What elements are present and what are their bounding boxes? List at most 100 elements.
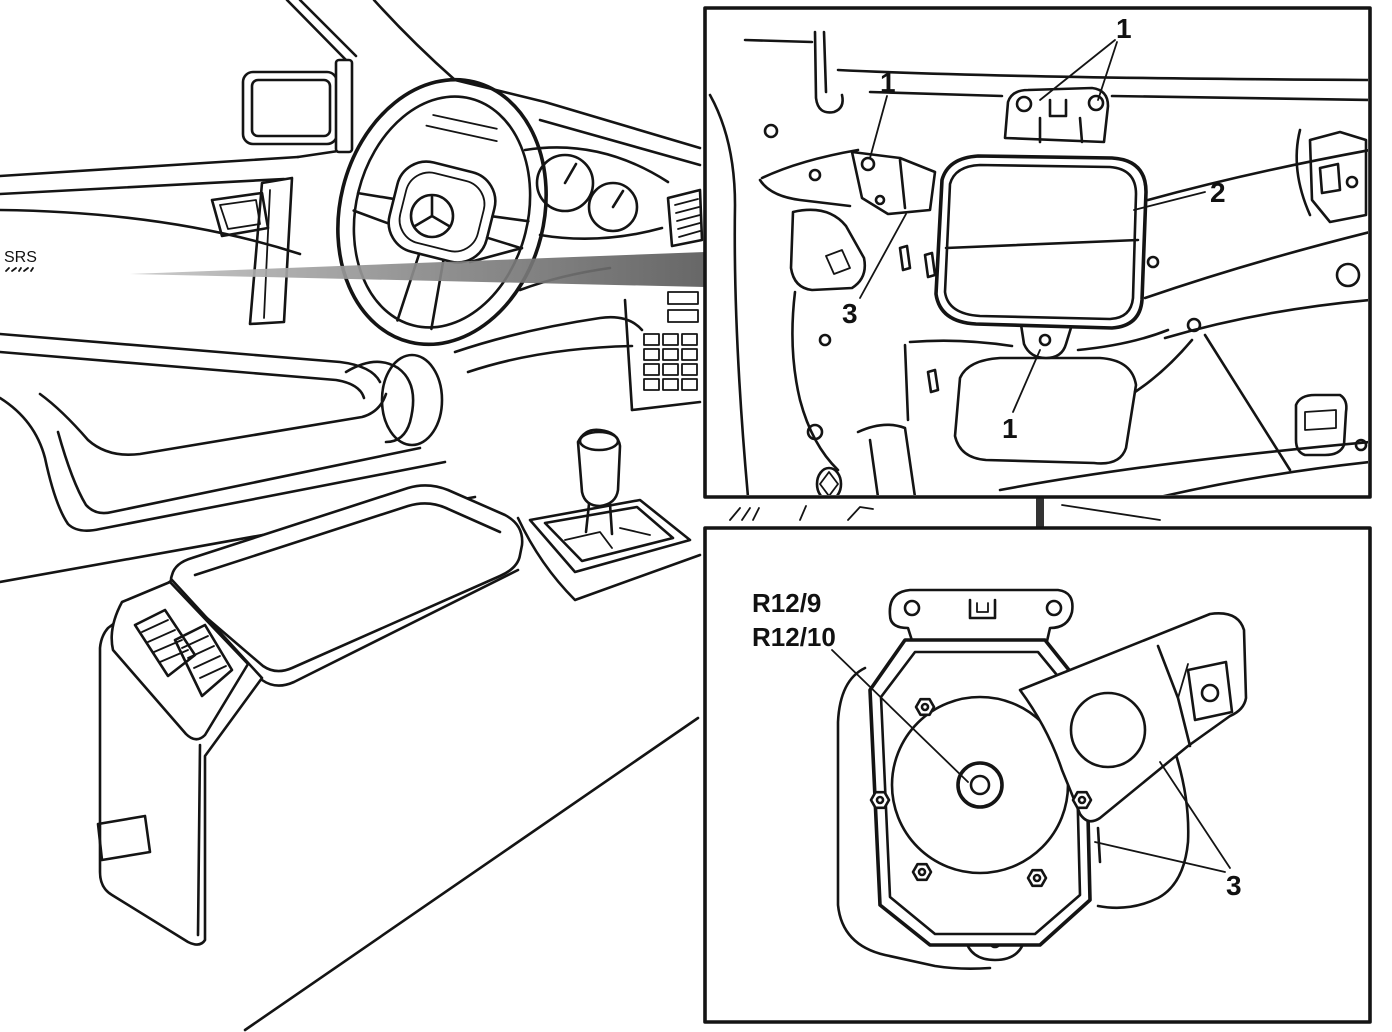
detail-projection-ray [130,252,705,287]
door-inner-structure-line [1143,231,1368,300]
center-switch-panel-line [667,291,699,305]
door-inner-structure-line [868,90,1004,98]
construction-marks [729,504,1161,521]
door-inner-structure-line [1146,149,1368,202]
airbag-support-bracket-line [1177,663,1189,699]
door-panel-line [38,392,388,456]
airbag-housing-shell-line [836,666,992,970]
door-panel [0,148,477,584]
center-console-front-line [196,743,202,937]
center-console-armrest-line [193,502,502,577]
door-inner-structure-line [898,244,912,272]
airbag-mounting-brackets [850,86,1110,360]
srs-marking: SRS [4,249,37,272]
center-console-front [96,578,264,946]
center-switch-panel [643,291,699,391]
door-inner-structure-line [1163,298,1368,340]
door-inner-structure-line [926,368,940,394]
rear-air-vent [133,608,234,698]
door-panel-line [0,208,302,256]
console-storage-latch [96,814,152,862]
door-inner-structure-line [763,123,779,139]
airbag-module-side-view-line [911,862,933,882]
steering-wheel-line-line [398,171,486,253]
door-inner-structure-line [1354,438,1368,452]
door-inner-structure-line [743,38,814,44]
door-inner-structure-line [708,93,750,495]
side-mirror [241,58,354,154]
door-panel-line [0,177,286,196]
airbag-support-bracket-line [1200,683,1220,703]
door-inner-structure [708,30,1368,495]
door-inner-structure-line [822,30,828,94]
steering-wheel-line-line [352,95,532,329]
door-panel-line [56,430,422,515]
center-switch-panel-line [667,309,699,323]
center-console-side [205,516,702,1032]
door-inner-structure-line [1308,130,1368,224]
dashboard-line [538,226,664,240]
door-inner-structure-line [1110,94,1368,102]
bolt-icon [1087,94,1105,112]
door-inner-structure-line [791,290,840,472]
rear-air-vent-line [141,619,189,663]
airbag-support-bracket-line [1071,790,1093,810]
door-inner-structure-line [1133,338,1194,394]
center-switch-panel-line [643,333,660,346]
door-inner-structure-line [1162,460,1368,495]
door-inner-structure-line [1146,255,1160,269]
center-switch-panel-line [681,348,698,361]
dashboard-line [623,298,634,412]
door-inner-structure-line [789,208,867,292]
door-inner-structure-line [819,471,839,495]
steering-wheel-line-line [425,114,498,143]
callout-bolt-bottom: 1 [1002,413,1018,444]
dashboard-line [630,400,702,412]
srs-fine-print-icon [5,267,34,272]
construction-marks-line [799,505,807,521]
door-inner-structure-line [836,68,1368,82]
airbag-module-side-view-line [1026,868,1048,888]
detail-top-callouts-line [1012,349,1041,413]
component-label-r12-10: R12/10 [752,622,836,652]
airbag-module-side-view-line [869,790,891,810]
detail-connector [1036,497,1044,528]
rear-air-vent-line [181,635,227,679]
instrument-cluster-line [587,181,639,233]
door-inner-structure-line [1345,175,1359,189]
door-inner-structure-line [1294,393,1348,457]
door-inner-structure-line [758,178,852,208]
door-inner-structure-line [825,249,851,275]
bolt-icon [1038,333,1052,347]
side-airbag-module-front-view-line [944,238,1140,250]
door-panel-line [248,176,294,326]
center-switch-panel-line [643,378,660,391]
srs-fine-print-icon-line [5,267,34,272]
construction-marks-line [729,507,760,521]
airbag-mounting-brackets-line [1048,98,1068,118]
airbag-module-side-view-line [903,599,921,617]
airbag-module-side-view-line [888,588,1074,652]
gear-shifter-line [576,428,622,508]
rear-air-vent-line [173,623,234,698]
door-inner-structure-line [813,30,844,114]
callout-bolts-top: 1 [1116,13,1132,44]
door-panel-line [0,350,366,400]
dashboard-line [523,146,670,184]
airbag-support-bracket-line [1077,795,1087,805]
airbag-module-side-view-line [1045,599,1063,617]
center-switch-panel-line [681,378,698,391]
component-label-r12-9: R12/9 [752,588,821,618]
callout-bolt-left: 1 [880,67,896,98]
airbag-module-side-view-line [879,650,1082,936]
srs-label: SRS [4,249,37,266]
door-panel-line [380,353,444,447]
airbag-module-side-view-line [968,598,997,620]
windshield-pillar-line [372,0,457,82]
side-mirror-line [250,78,332,138]
airbag-housing-shell [836,666,1190,970]
side-mirror-line [241,70,339,146]
windshield-pillar-line [538,118,702,167]
airbag-support-bracket [1018,612,1248,823]
